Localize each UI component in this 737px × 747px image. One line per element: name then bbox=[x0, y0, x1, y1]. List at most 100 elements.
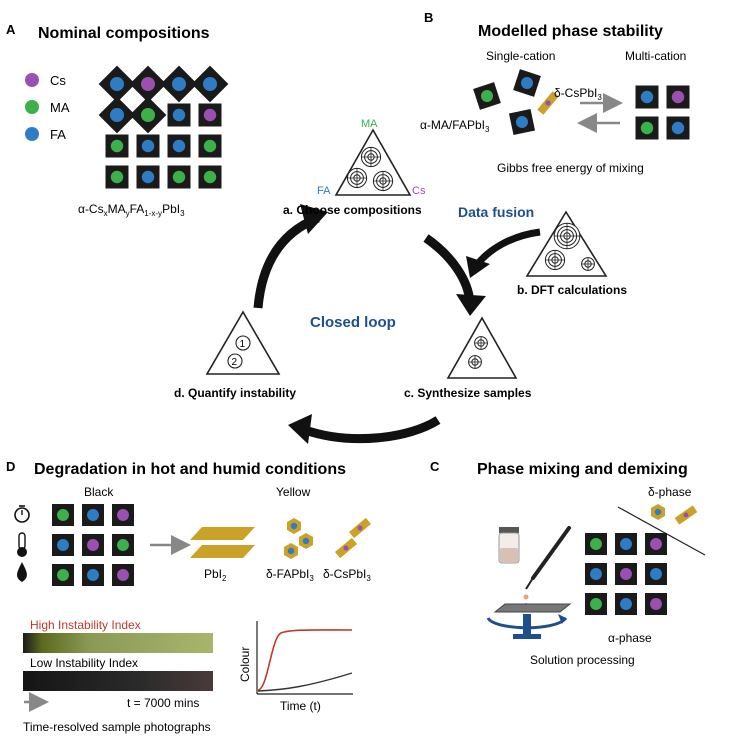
formula-label: α-CsxMAyFA1-x-yPbI3 bbox=[78, 202, 185, 218]
high-instability-label: High Instability Index bbox=[30, 618, 141, 632]
pbi2-plates bbox=[190, 527, 255, 558]
low-instability-curve bbox=[257, 672, 353, 692]
multi-cation-tile-0-0 bbox=[635, 85, 659, 109]
time-label: t = 7000 mins bbox=[127, 696, 199, 710]
pbi2-label: PbI2 bbox=[204, 567, 227, 583]
alpha-phase-tile-0-0 bbox=[585, 533, 607, 555]
composition-tile-1-1 bbox=[129, 96, 167, 134]
composition-tile-1-3 bbox=[198, 103, 222, 127]
cs-delta-label-b: δ-CsPbI3 bbox=[554, 86, 602, 102]
black-sample-tile-0-0 bbox=[52, 504, 74, 526]
vertex-cs-label: Cs bbox=[412, 185, 426, 197]
alpha-phase-tile-1-2 bbox=[645, 563, 667, 585]
tile-fa-single-2 bbox=[508, 108, 536, 136]
high-instability-curve bbox=[257, 629, 353, 691]
fa-delta-label: δ-FAPbI3 bbox=[266, 567, 314, 583]
legend-ma-dot bbox=[25, 100, 39, 114]
black-sample-tile-1-2 bbox=[112, 534, 134, 556]
panel-d-letter: D bbox=[6, 459, 15, 474]
gibbs-caption: Gibbs free energy of mixing bbox=[497, 161, 644, 175]
single-cation-label: Single-cation bbox=[486, 49, 555, 63]
composition-tile-1-2 bbox=[167, 103, 191, 127]
target-c-1 bbox=[474, 336, 488, 350]
closed-loop-cycle: MA FA Cs a. Choose compositions Data fus… bbox=[174, 118, 627, 444]
multi-cation-label: Multi-cation bbox=[625, 49, 686, 63]
alpha-phase-tile-1-1 bbox=[615, 563, 637, 585]
data-fusion-label: Data fusion bbox=[458, 204, 534, 220]
alpha-phase-grid bbox=[585, 533, 667, 615]
panel-a: A Nominal compositions Cs MA FA α-CsxMAy… bbox=[6, 22, 229, 218]
panel-c: C Phase mixing and demixing δ-phase bbox=[430, 459, 706, 667]
panel-a-legend: Cs MA FA bbox=[25, 73, 70, 142]
stopwatch-icon bbox=[14, 505, 30, 523]
black-sample-grid bbox=[52, 504, 134, 586]
data-fusion-arrow bbox=[473, 228, 541, 269]
composition-tile-3-2 bbox=[167, 165, 191, 189]
alpha-phase-label: α-phase bbox=[608, 631, 652, 645]
target-c-2 bbox=[468, 355, 482, 369]
composition-tile-3-0 bbox=[105, 165, 129, 189]
target-a-2 bbox=[346, 167, 368, 189]
spin-coater-icon bbox=[486, 603, 572, 639]
target-a-3 bbox=[372, 170, 394, 192]
panel-b-letter: B bbox=[424, 10, 433, 25]
legend-cs-label: Cs bbox=[50, 73, 66, 88]
delta-phase-hexagon bbox=[651, 504, 665, 520]
cycle-arrowhead-a bbox=[300, 204, 328, 234]
black-sample-tile-1-1 bbox=[82, 534, 104, 556]
multi-cation-grid bbox=[635, 85, 690, 140]
multi-cation-tile-1-0 bbox=[635, 116, 659, 140]
triangle-quantify: 1 2 bbox=[205, 310, 281, 375]
cs-rods-d bbox=[335, 517, 371, 559]
legend-cs-dot bbox=[25, 73, 39, 87]
triangle-synthesize bbox=[446, 316, 518, 379]
pipette-icon bbox=[523, 526, 571, 607]
cycle-arrow-a-to-c bbox=[423, 234, 475, 303]
delta-phase-label: δ-phase bbox=[648, 485, 692, 499]
step-b-label: b. DFT calculations bbox=[517, 283, 627, 297]
black-label: Black bbox=[84, 485, 114, 499]
black-sample-tile-1-0 bbox=[52, 534, 74, 556]
panel-b: B Modelled phase stability Single-cation… bbox=[420, 10, 690, 175]
panel-b-title: Modelled phase stability bbox=[478, 23, 663, 40]
panel-c-letter: C bbox=[430, 459, 440, 474]
tile-fa-single bbox=[513, 69, 541, 97]
cycle-arrowhead-c bbox=[456, 294, 486, 316]
composition-tile-2-0 bbox=[105, 134, 129, 158]
marker-2 bbox=[227, 353, 243, 369]
thermometer-icon bbox=[17, 532, 27, 557]
composition-tile-0-1 bbox=[129, 65, 167, 103]
alpha-phase-tile-1-0 bbox=[585, 563, 607, 585]
cycle-arrowhead-d bbox=[288, 414, 312, 444]
panel-d-title: Degradation in hot and humid conditions bbox=[34, 461, 346, 478]
cs-rod-b bbox=[537, 91, 559, 115]
delta-phase-rod bbox=[674, 505, 698, 525]
target-b-3 bbox=[581, 257, 595, 271]
cs-delta-label-d: δ-CsPbI3 bbox=[323, 567, 371, 583]
panel-a-letter: A bbox=[6, 22, 16, 37]
composition-tile-3-3 bbox=[198, 165, 222, 189]
panel-c-title: Phase mixing and demixing bbox=[477, 461, 688, 478]
photos-caption: Time-resolved sample photographs bbox=[23, 720, 211, 734]
composition-tile-2-3 bbox=[198, 134, 222, 158]
step-c-label: c. Synthesize samples bbox=[404, 386, 532, 400]
alpha-phase-tile-2-0 bbox=[585, 593, 607, 615]
target-b-2 bbox=[544, 249, 566, 271]
separator-line bbox=[617, 506, 706, 556]
alpha-phase-tile-2-2 bbox=[645, 593, 667, 615]
closed-loop-label: Closed loop bbox=[310, 314, 396, 331]
panel-a-title: Nominal compositions bbox=[38, 25, 210, 42]
target-a-1 bbox=[360, 146, 382, 168]
marker-1-label: 1 bbox=[240, 339, 246, 350]
target-b-1 bbox=[553, 222, 581, 250]
equilibrium-arrows bbox=[577, 93, 623, 133]
step-d-label: d. Quantify instability bbox=[174, 386, 296, 400]
mafa-alpha-label: α-MA/FAPbI3 bbox=[420, 118, 490, 134]
low-instability-strip bbox=[23, 671, 213, 691]
legend-fa-label: FA bbox=[50, 127, 66, 142]
fa-hexagons bbox=[284, 518, 313, 559]
yellow-label: Yellow bbox=[276, 485, 311, 499]
targets-c bbox=[468, 336, 488, 369]
black-sample-tile-2-2 bbox=[112, 564, 134, 586]
